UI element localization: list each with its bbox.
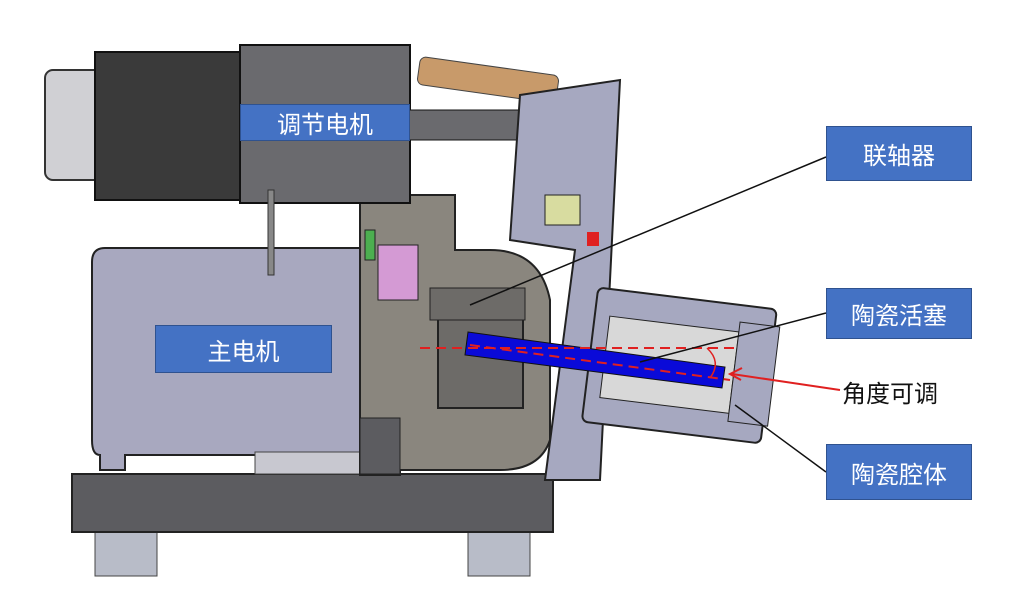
coupling-inner (437, 317, 524, 409)
axis-tilted (469, 344, 731, 381)
yellow-part (544, 194, 581, 226)
label-main-motor: 主电机 (155, 325, 332, 373)
pink-part (377, 244, 419, 301)
red-marker (587, 232, 599, 246)
label-ceramic-cavity: 陶瓷腔体 (826, 444, 972, 500)
label-ceramic-piston: 陶瓷活塞 (826, 288, 972, 339)
coupling-top (429, 287, 526, 321)
column (359, 417, 401, 475)
green-part (364, 229, 376, 261)
base-plate (71, 473, 554, 533)
angle-arc (706, 347, 716, 379)
label-adjust-motor: 调节电机 (240, 104, 410, 141)
label-angle-adjustable: 角度可调 (842, 380, 938, 408)
ceramic-piston (464, 331, 726, 389)
foot-right (467, 529, 531, 577)
leader-coupling (469, 156, 827, 306)
leader-angle (731, 373, 841, 391)
arrow-head-icon (727, 367, 743, 381)
label-coupling: 联轴器 (826, 126, 972, 181)
leader-piston (639, 312, 827, 363)
pointer-rod (267, 189, 275, 276)
motor-support (254, 451, 361, 475)
leader-cavity (734, 404, 827, 473)
foot-left (94, 529, 158, 577)
adjust-motor-body (94, 51, 251, 201)
